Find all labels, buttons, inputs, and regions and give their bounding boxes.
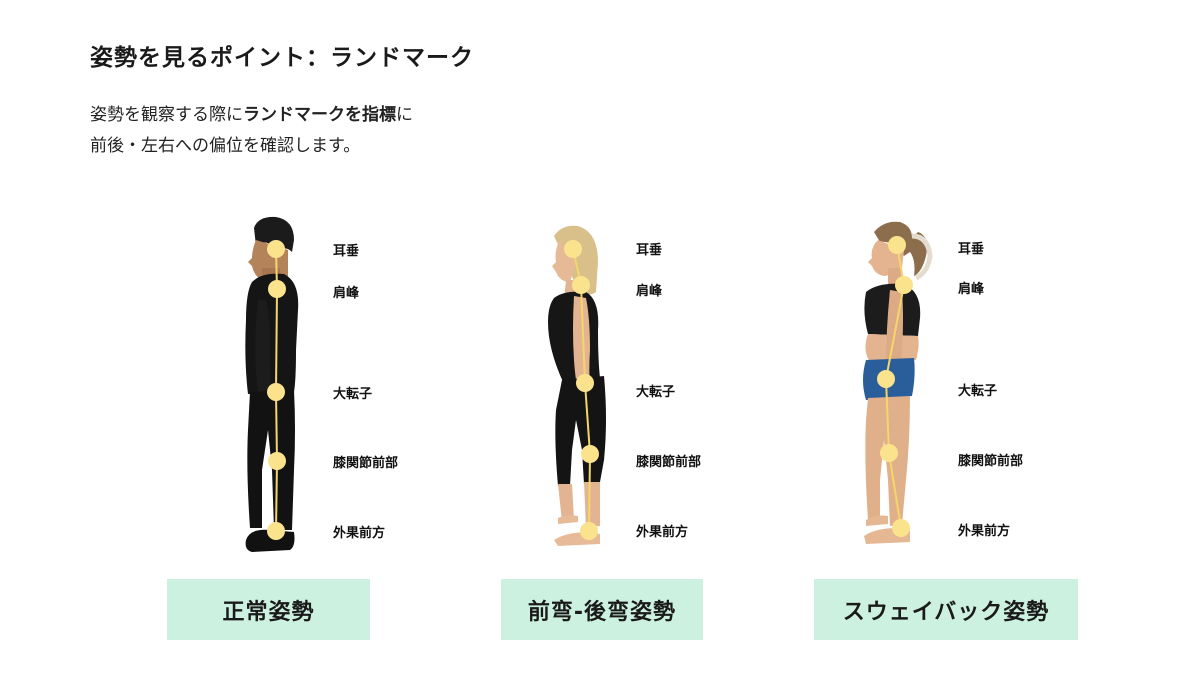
landmark-dot-greater-trochanter xyxy=(877,370,895,388)
landmark-dot-greater-trochanter xyxy=(267,383,285,401)
posture-label-lordosis-kyphosis: 前弯-後弯姿勢 xyxy=(501,579,703,640)
description-line-1: 姿勢を観察する際にランドマークを指標に xyxy=(90,100,413,131)
posture-label-swayback: スウェイバック姿勢 xyxy=(814,579,1078,640)
landmark-label-knee-anterior: 膝関節前部 xyxy=(958,454,1024,469)
landmark-dot-knee-anterior xyxy=(268,452,286,470)
landmark-dot-acromion xyxy=(268,280,286,298)
description-text: に xyxy=(396,105,413,125)
landmark-label-knee-anterior: 膝関節前部 xyxy=(636,455,702,470)
landmark-label-ear-lobe: 耳垂 xyxy=(958,242,985,257)
description-line-2: 前後・左右への偏位を確認します。 xyxy=(90,136,361,156)
landmark-label-ear-lobe: 耳垂 xyxy=(333,244,360,259)
landmark-label-acromion: 肩峰 xyxy=(958,282,985,297)
landmark-label-lateral-malleolus-anterior: 外果前方 xyxy=(636,525,689,540)
description-text: 姿勢を観察する際に xyxy=(90,105,243,125)
description: 姿勢を観察する際にランドマークを指標に 前後・左右への偏位を確認します。 xyxy=(90,100,413,162)
landmark-dot-knee-anterior xyxy=(581,445,599,463)
landmark-dot-ear-lobe xyxy=(888,236,906,254)
landmark-label-lateral-malleolus-anterior: 外果前方 xyxy=(958,524,1011,539)
landmark-label-greater-trochanter: 大転子 xyxy=(636,385,676,400)
description-emphasis: ランドマークを指標 xyxy=(243,105,396,125)
landmark-label-greater-trochanter: 大転子 xyxy=(333,387,373,402)
page-title: 姿勢を見るポイント：ランドマーク xyxy=(90,45,474,71)
landmark-dot-greater-trochanter xyxy=(576,374,594,392)
landmark-label-lateral-malleolus-anterior: 外果前方 xyxy=(333,526,386,541)
landmark-dot-lateral-malleolus-anterior xyxy=(267,522,285,540)
landmark-label-acromion: 肩峰 xyxy=(333,286,360,301)
landmark-label-knee-anterior: 膝関節前部 xyxy=(333,456,399,471)
posture-label-normal: 正常姿勢 xyxy=(167,579,370,640)
landmark-label-acromion: 肩峰 xyxy=(636,284,663,299)
landmark-dot-ear-lobe xyxy=(267,240,285,258)
landmark-dot-lateral-malleolus-anterior xyxy=(580,522,598,540)
landmark-dot-acromion xyxy=(895,276,913,294)
landmark-dot-knee-anterior xyxy=(880,444,898,462)
landmark-label-greater-trochanter: 大転子 xyxy=(958,384,998,399)
landmark-dot-acromion xyxy=(572,276,590,294)
landmark-dot-lateral-malleolus-anterior xyxy=(892,519,910,537)
landmark-label-ear-lobe: 耳垂 xyxy=(636,243,663,258)
landmark-dot-ear-lobe xyxy=(564,240,582,258)
